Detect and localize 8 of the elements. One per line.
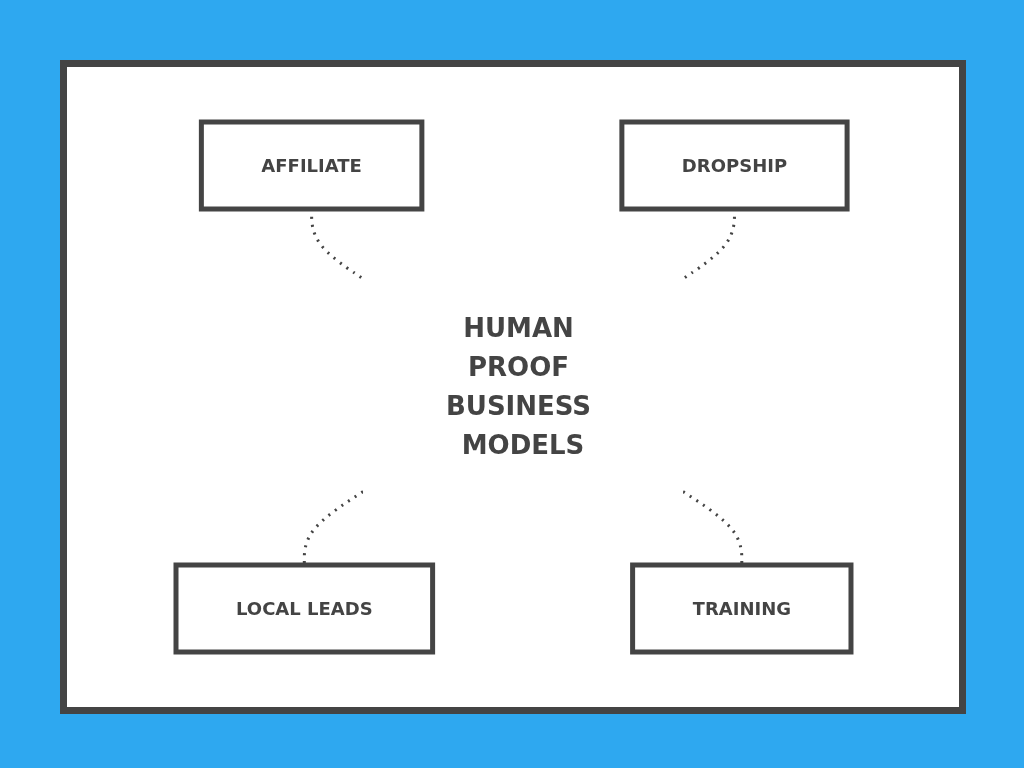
connector [681,490,743,565]
node-box [618,119,850,212]
node-box [198,119,424,212]
node-box [629,562,853,655]
node-box [173,562,435,655]
frame-background: AFFILIATE DROPSHIP HUMAN PROOF BUSINESS MODELS LOCAL LEADS TRAINING [60,60,966,714]
connector [302,490,364,565]
node-text: HUMAN PROOF BUSINESS MODELS [445,313,591,460]
